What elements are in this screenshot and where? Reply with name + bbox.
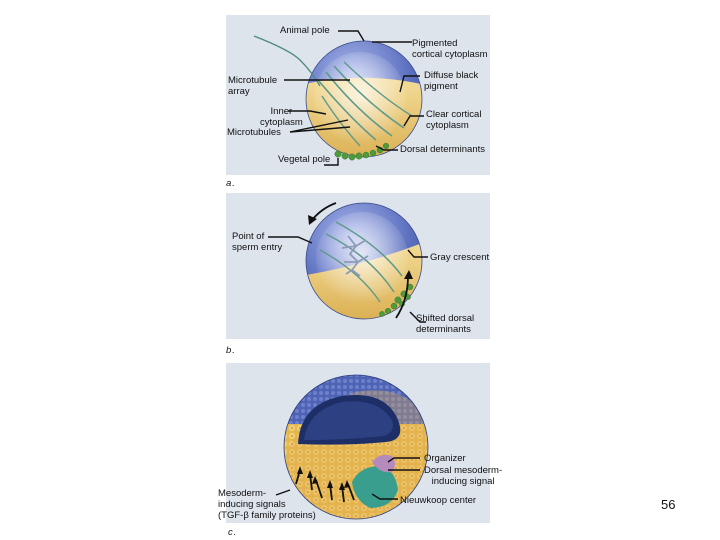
panel-b-letter: b.: [226, 345, 236, 356]
label-organizer: Organizer: [424, 453, 466, 464]
label-dorsal-determinants: Dorsal determinants: [400, 144, 485, 155]
label-shifted-dorsal-determinants: Shifted dorsal determinants: [416, 313, 474, 335]
label-microtubules: Microtubules: [227, 127, 281, 138]
panel-a-letter: a.: [226, 178, 236, 189]
label-dorsal-mesoderm-inducing-signal: Dorsal mesoderm- inducing signal: [424, 465, 502, 487]
panel-b-egg: [300, 198, 430, 330]
label-pigmented-cortical-cytoplasm: Pigmented cortical cytoplasm: [412, 38, 488, 60]
panel-c-letter: c.: [228, 527, 237, 538]
label-mesoderm-inducing-signals: Mesoderm- inducing signals (TGF-β family…: [218, 488, 316, 521]
label-inner-cytoplasm: Inner cytoplasm: [260, 106, 303, 128]
page-number: 56: [661, 497, 675, 512]
label-gray-crescent: Gray crescent: [430, 252, 489, 263]
label-vegetal-pole: Vegetal pole: [278, 154, 330, 165]
label-microtubule-array: Microtubule array: [228, 75, 277, 97]
label-diffuse-black-pigment: Diffuse black pigment: [424, 70, 478, 92]
label-animal-pole: Animal pole: [280, 25, 330, 36]
label-clear-cortical-cytoplasm: Clear cortical cytoplasm: [426, 109, 481, 131]
label-point-of-sperm-entry: Point of sperm entry: [232, 231, 282, 253]
label-nieuwkoop-center: Nieuwkoop center: [400, 495, 476, 506]
